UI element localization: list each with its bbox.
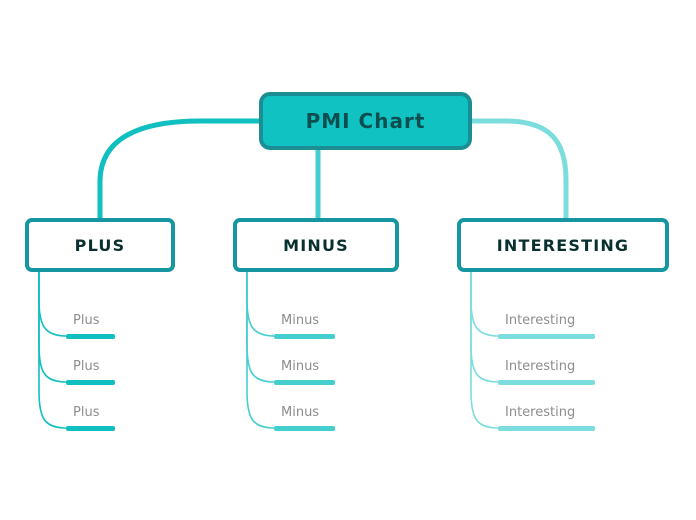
leaf-bar-minus-2 xyxy=(274,380,335,385)
leaf-label-plus-3[interactable]: Plus xyxy=(73,405,100,420)
leaf-label-minus-2[interactable]: Minus xyxy=(281,359,320,374)
leaf-label-plus-2[interactable]: Plus xyxy=(73,359,100,374)
connector-plus-leaf-3 xyxy=(38,272,66,429)
leaf-label-minus-1[interactable]: Minus xyxy=(281,313,320,328)
branch-node-plus[interactable]: PLUS xyxy=(25,218,175,272)
leaf-label-minus-3[interactable]: Minus xyxy=(281,405,320,420)
connector-root-to-interesting xyxy=(472,118,569,219)
leaf-bar-plus-3 xyxy=(66,426,115,431)
connector-minus-leaf-1 xyxy=(246,272,274,337)
leaf-bar-interesting-1 xyxy=(498,334,595,339)
leaf-bar-plus-2 xyxy=(66,380,115,385)
leaf-label-interesting-3[interactable]: Interesting xyxy=(505,405,576,420)
connector-root-to-plus xyxy=(97,118,259,219)
leaf-label-interesting-2[interactable]: Interesting xyxy=(505,359,576,374)
connector-minus-leaf-3 xyxy=(246,272,274,429)
leaf-label-plus-1[interactable]: Plus xyxy=(73,313,100,328)
leaf-bar-interesting-2 xyxy=(498,380,595,385)
connector-interesting-leaf-3 xyxy=(470,272,498,429)
root-node[interactable]: PMI Chart xyxy=(259,92,472,150)
leaf-label-interesting-1[interactable]: Interesting xyxy=(505,313,576,328)
branch-node-minus[interactable]: MINUS xyxy=(233,218,399,272)
connector-interesting-leaf-1 xyxy=(470,272,498,337)
connector-plus-leaf-2 xyxy=(38,272,66,383)
connector-plus-leaf-1 xyxy=(38,272,66,337)
leaf-bar-minus-3 xyxy=(274,426,335,431)
leaf-bar-plus-1 xyxy=(66,334,115,339)
leaf-bar-minus-1 xyxy=(274,334,335,339)
leaf-bar-interesting-3 xyxy=(498,426,595,431)
branch-node-interesting[interactable]: INTERESTING xyxy=(457,218,669,272)
connector-interesting-leaf-2 xyxy=(470,272,498,383)
connector-minus-leaf-2 xyxy=(246,272,274,383)
